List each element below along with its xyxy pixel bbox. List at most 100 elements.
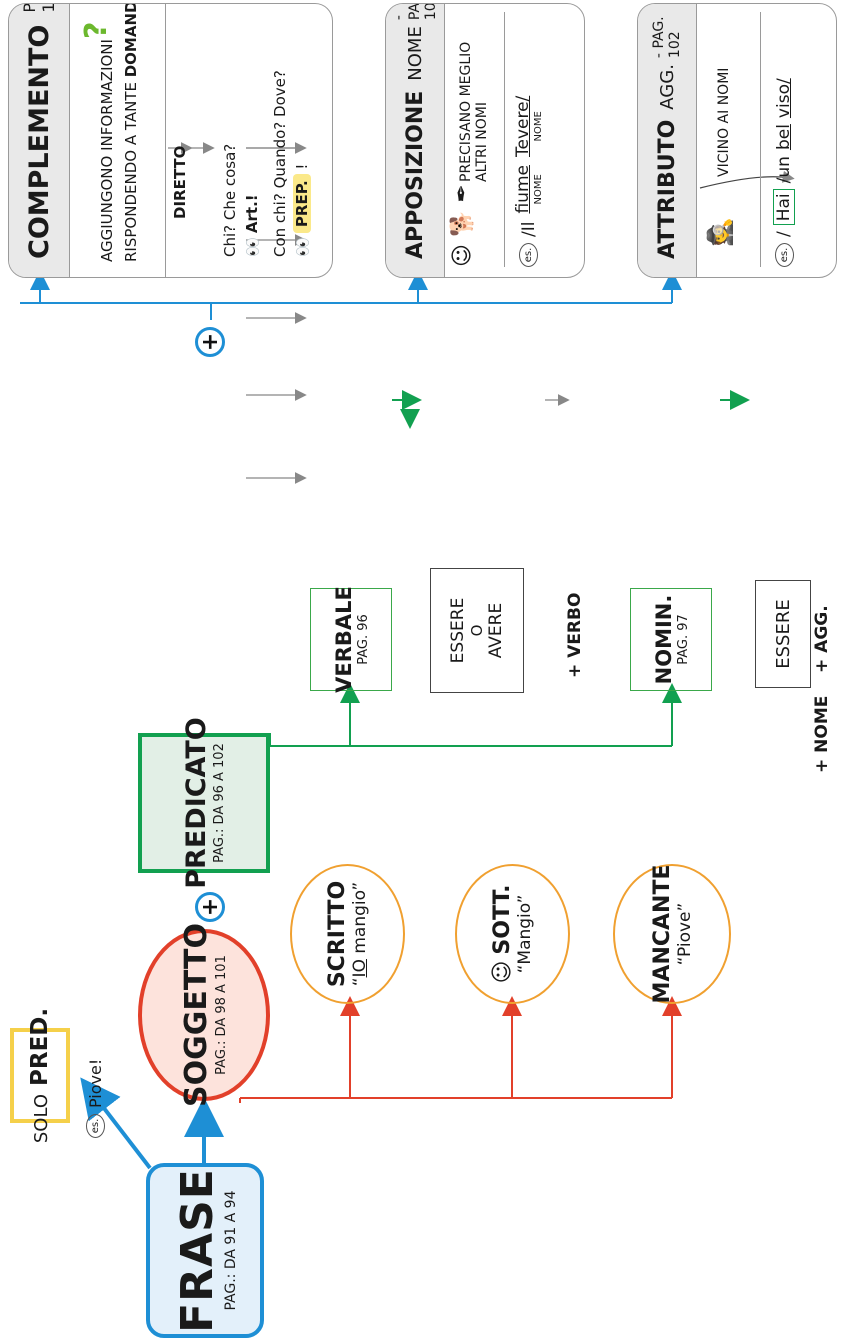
attributo-ex-slash: / <box>774 231 794 237</box>
attributo-panel: ATTRIBUTO AGG. - PAG. 102 🕵 VICINO AI NO… <box>637 3 837 278</box>
detective-icon: 🕵 <box>706 217 734 247</box>
soggetto-connector <box>239 1097 672 1103</box>
attributo-ex-bel: bel <box>774 124 794 151</box>
scritto-quote-open: “ <box>350 977 370 987</box>
apposizione-panel: APPOSIZIONE NOME - PAG. 103 ☺ 🐕 ✒ PRECIS… <box>385 3 585 278</box>
mancante-oval: MANCANTE “Piove” <box>613 864 731 1004</box>
eyes-icon: 👀 <box>293 237 312 257</box>
essere-avere-box: ESSERE O AVERE <box>430 568 524 693</box>
apposizione-ex-il: /Il <box>518 221 539 237</box>
plus-circle-2: + <box>195 327 225 357</box>
apposizione-nome: NOME <box>404 26 426 81</box>
nomin-box: NOMIN. PAG. 97 <box>630 588 712 691</box>
attributo-ex-un: /un <box>774 156 794 184</box>
predicato-box: PREDICATO PAG.: DA 96 A 102 <box>138 717 270 889</box>
nomin-label: NOMIN. <box>651 594 676 685</box>
apposizione-page: - PAG. 103 <box>391 3 439 21</box>
frase-pages: PAG.: DA 91 A 94 <box>222 1190 239 1311</box>
plus-circle-1: + <box>195 892 225 922</box>
plus-nome: + NOME <box>812 695 832 773</box>
plus-agg: + AGG. <box>812 605 832 673</box>
attributo-desc: VICINO AI NOMI <box>716 67 732 177</box>
verbale-page: PAG. 96 <box>355 614 371 665</box>
complemento-page: PAG. 104 <box>20 3 58 13</box>
solo-pred-example: es. Piove! <box>86 1059 105 1138</box>
attributo-title: ATTRIBUTO <box>654 119 680 259</box>
complemento-desc-2: RISPONDENDO A TANTE DOMANDE <box>119 3 143 262</box>
attributo-ex-hai: Hai <box>773 189 795 226</box>
essere-label: ESSERE <box>772 599 794 669</box>
es-bubble-icon: es. <box>519 243 538 267</box>
q1-line: Chi? Che cosa? 👀 Art.! <box>221 144 262 257</box>
arrow-frase-solo <box>80 1077 152 1170</box>
essere-avere-l1: ESSERE <box>448 597 468 664</box>
sott-label: SOTT. <box>490 884 515 955</box>
complemento-desc-1: AGGIUNGONO INFORMAZIONI <box>98 39 116 262</box>
diretto-label: DIRETTO <box>171 145 189 219</box>
complemento-desc-2-bold: DOMANDE <box>122 3 140 78</box>
predicato-pages: PAG.: DA 96 A 102 <box>212 743 227 863</box>
es-bubble-icon: es. <box>774 243 794 267</box>
soggetto-pages: PAG.: DA 98 A 101 <box>214 955 229 1075</box>
q2-text: Con chi? Quando? Dove? <box>271 70 289 257</box>
essere-box: ESSERE <box>755 580 811 688</box>
attributo-ex-viso: viso/ <box>774 78 794 119</box>
attributo-example: es. / Hai /un bel viso/ <box>760 12 795 267</box>
frase-box: FRASE PAG.: DA 91 A 94 <box>146 1163 264 1338</box>
apposizione-header: APPOSIZIONE NOME - PAG. 103 <box>386 3 445 277</box>
apposizione-icons: ☺ 🐕 ✒ <box>450 184 475 267</box>
q1-text: Chi? Che cosa? <box>221 143 239 257</box>
complemento-panel: COMPLEMENTO PAG. 104 AGGIUNGONO INFORMAZ… <box>8 3 333 278</box>
complemento-title: COMPLEMENTO <box>23 24 55 259</box>
art-line: 👀 Art.! <box>243 144 262 257</box>
prep-tag: PREP. <box>293 174 311 234</box>
frase-title: FRASE <box>171 1168 223 1333</box>
soggetto-oval: SOGGETTO PAG.: DA 98 A 101 <box>138 923 270 1107</box>
attributo-page: - PAG. 102 <box>651 16 683 59</box>
essere-avere-l2: O <box>468 624 486 637</box>
question-mark-icon: ? <box>79 21 114 39</box>
sott-oval: ☺ SOTT. “Mangio” <box>455 864 570 1004</box>
predicato-title: PREDICATO <box>181 717 212 889</box>
prep-bang: ! <box>293 163 311 170</box>
predicato-connector <box>269 733 672 747</box>
apposizione-ex-tevere-group: Tevere/NOME <box>513 96 544 157</box>
scritto-oval: SCRITTO “IO mangio” <box>290 864 405 1004</box>
soggetto-title: SOGGETTO <box>179 923 214 1107</box>
eyes-icon: 👀 <box>243 237 262 257</box>
mancante-example: “Piove” <box>674 902 695 966</box>
apposizione-nome-2: NOME <box>533 111 544 142</box>
scritto-rest: mangio” <box>350 881 370 960</box>
sott-example: “Mangio” <box>515 894 535 974</box>
complemento-header: COMPLEMENTO PAG. 104 <box>9 3 70 277</box>
apposizione-ex-fiume: fiume <box>513 165 533 214</box>
verbale-label: VERBALE <box>331 586 356 693</box>
art-text: Art.! <box>243 194 261 234</box>
prep-line: 👀 PREP. ! <box>293 70 312 257</box>
complemento-desc: AGGIUNGONO INFORMAZIONI RISPONDENDO A TA… <box>73 3 166 277</box>
scritto-label: SCRITTO <box>325 880 350 988</box>
verbale-box: VERBALE PAG. 96 <box>310 586 392 693</box>
pred-label: PRED. <box>27 1007 53 1086</box>
apposizione-nome-1: NOME <box>533 174 544 205</box>
essere-avere-l3: AVERE <box>486 602 506 659</box>
solo-pred-example-text: Piove! <box>86 1058 105 1108</box>
solo-pred-box: SOLO PRED. <box>10 1008 70 1143</box>
attributo-agg: AGG. <box>656 64 678 110</box>
stick-kid-icon: ☺ <box>490 960 515 984</box>
plus-verbo: + VERBO <box>565 592 585 678</box>
mancante-label: MANCANTE <box>649 864 675 1004</box>
es-bubble-icon: es. <box>86 1114 105 1138</box>
apposizione-desc: PRECISANO MEGLIO ALTRI NOMI <box>458 41 490 182</box>
apposizione-title: APPOSIZIONE <box>402 90 428 259</box>
scritto-underlined: IO <box>350 959 370 978</box>
solo-label: SOLO <box>31 1093 52 1144</box>
scritto-example: “IO mangio” <box>350 882 370 987</box>
complemento-desc-2-pre: RISPONDENDO A TANTE <box>122 77 140 262</box>
nomin-page: PAG. 97 <box>675 614 691 665</box>
